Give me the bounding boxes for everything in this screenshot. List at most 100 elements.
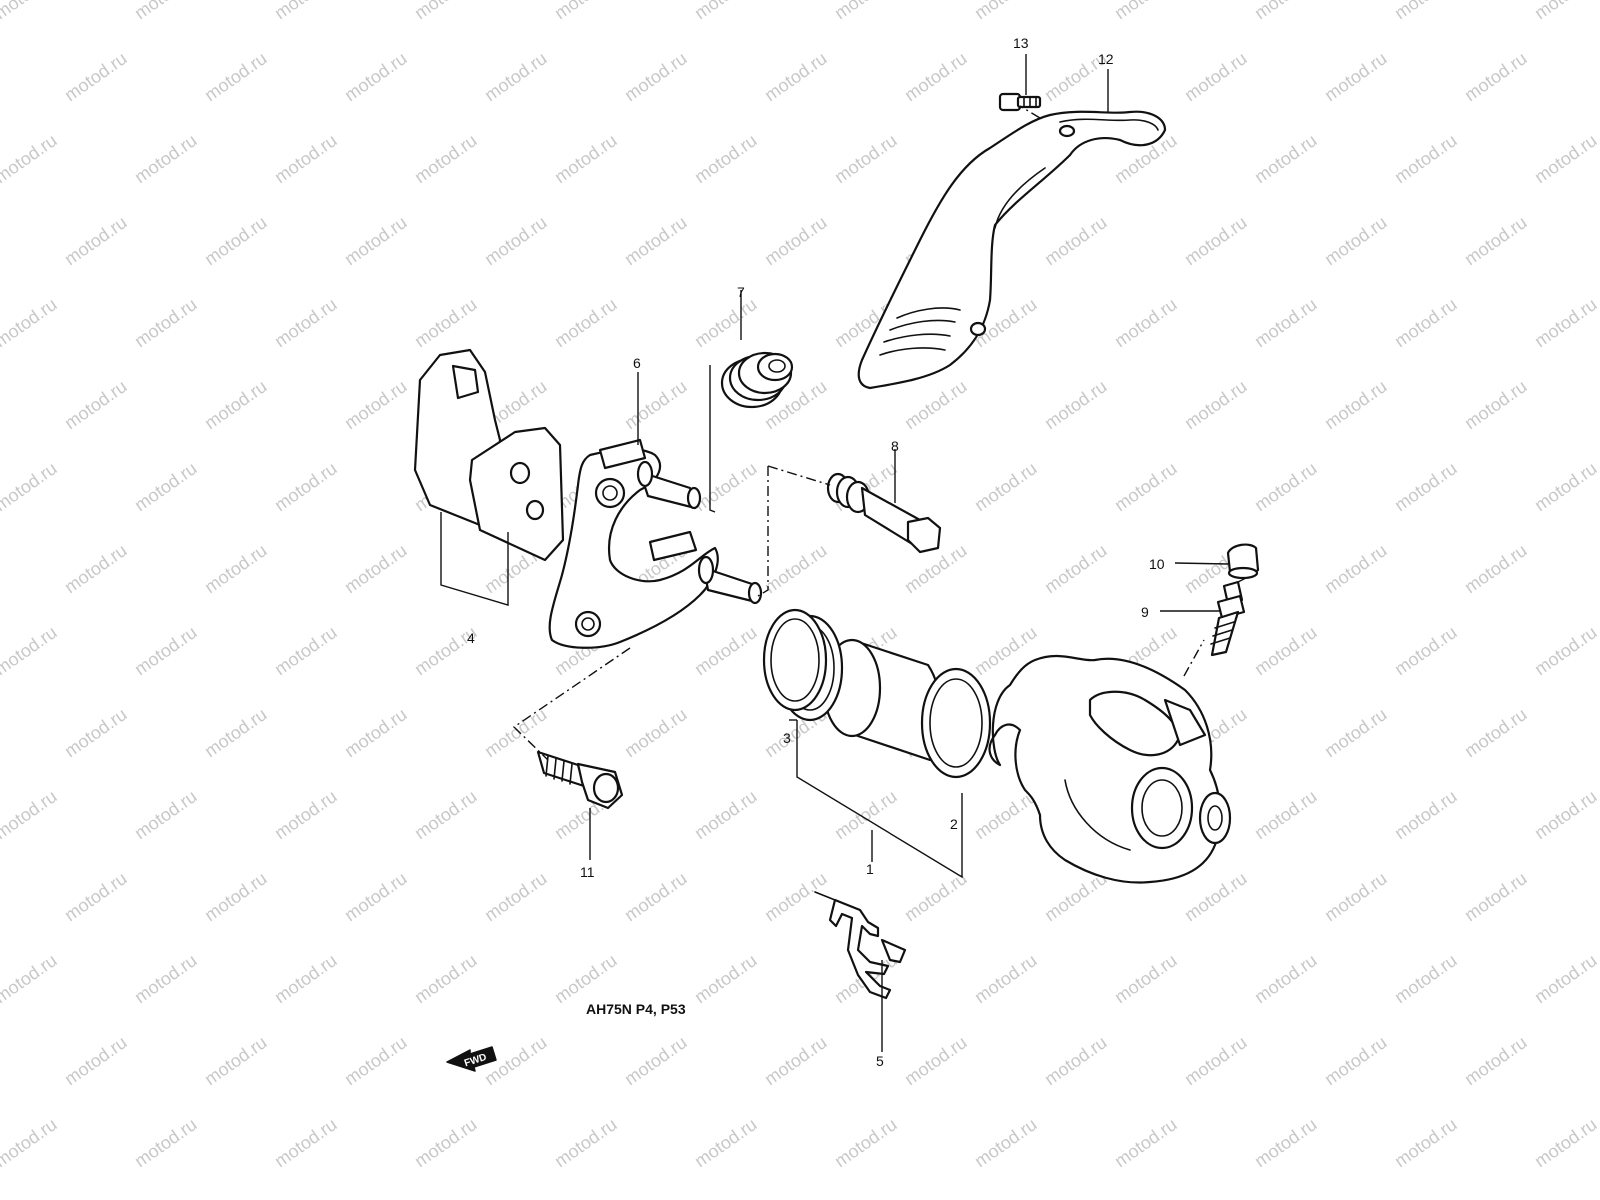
watermark-text: motod.ru (271, 622, 341, 679)
callout-2: 2 (950, 816, 958, 832)
watermark-text: motod.ru (1391, 622, 1461, 679)
callout-9: 9 (1141, 604, 1149, 620)
part-7-boot (720, 351, 794, 409)
callout-10: 10 (1149, 556, 1165, 572)
part-5-spring-clip (814, 891, 907, 1000)
watermark-text: motod.ru (1041, 212, 1111, 269)
watermark-text: motod.ru (341, 868, 411, 925)
watermark-text: motod.ru (1391, 1114, 1461, 1171)
watermark-text: motod.ru (1181, 1196, 1251, 1200)
watermark-text: motod.ru (0, 0, 60, 23)
part-6-caliper-holder (548, 365, 763, 649)
watermark-text: motod.ru (551, 0, 621, 23)
watermark-text: motod.ru (1181, 868, 1251, 925)
watermark-text: motod.ru (691, 1114, 761, 1171)
watermark-text: motod.ru (341, 704, 411, 761)
watermark-text: motod.ru (1531, 130, 1600, 187)
callout-7: 7 (737, 284, 745, 300)
watermark-text: motod.ru (1041, 540, 1111, 597)
watermark-text: motod.ru (691, 786, 761, 843)
caliper-body (988, 654, 1232, 884)
watermark-text: motod.ru (761, 1032, 831, 1089)
watermark-text: motod.ru (1251, 458, 1321, 515)
watermark-text: motod.ru (691, 950, 761, 1007)
watermark-text: motod.ru (901, 868, 971, 925)
watermark-text: motod.ru (0, 786, 60, 843)
watermark-text: motod.ru (901, 376, 971, 433)
callout-8: 8 (891, 438, 899, 454)
part-1-piston-assembly (762, 608, 992, 879)
watermark-text: motod.ru (61, 1032, 131, 1089)
watermark-text: motod.ru (411, 294, 481, 351)
watermark-text: motod.ru (1531, 1114, 1600, 1171)
watermark-text: motod.ru (411, 1114, 481, 1171)
watermark-text: motod.ru (1321, 376, 1391, 433)
watermark-text: motod.ru (551, 130, 621, 187)
watermark-text: motod.ru (1251, 950, 1321, 1007)
watermark-text: motod.ru (481, 48, 551, 105)
watermark-text: motod.ru (1321, 1196, 1391, 1200)
watermark-text: motod.ru (1321, 540, 1391, 597)
watermark-text: motod.ru (1321, 704, 1391, 761)
watermark-text: motod.ru (411, 786, 481, 843)
watermark-text: motod.ru (1041, 376, 1111, 433)
watermark-text: motod.ru (831, 130, 901, 187)
watermark-text: motod.ru (551, 1114, 621, 1171)
watermark-text: motod.ru (481, 868, 551, 925)
watermark-text: motod.ru (1391, 0, 1461, 23)
callout-5: 5 (876, 1053, 884, 1069)
callout-13: 13 (1013, 35, 1029, 51)
watermark-text: motod.ru (201, 48, 271, 105)
watermark-text: motod.ru (1321, 48, 1391, 105)
watermark-text: motod.ru (1041, 1196, 1111, 1200)
watermark-text: motod.ru (1531, 294, 1600, 351)
watermark-text: motod.ru (1391, 294, 1461, 351)
watermark-text: motod.ru (691, 0, 761, 23)
watermark-text: motod.ru (0, 622, 60, 679)
watermark-text: motod.ru (1181, 1032, 1251, 1089)
watermark-text: motod.ru (691, 622, 761, 679)
watermark-text: motod.ru (131, 950, 201, 1007)
callout-6: 6 (633, 355, 641, 371)
callout-3: 3 (783, 730, 791, 746)
callout-1: 1 (866, 861, 874, 877)
watermark-text: motod.ru (1461, 1196, 1531, 1200)
watermark-text: motod.ru (341, 48, 411, 105)
watermark-text: motod.ru (761, 868, 831, 925)
watermark-text: motod.ru (1181, 212, 1251, 269)
watermark-text: motod.ru (201, 868, 271, 925)
watermark-text: motod.ru (1251, 1114, 1321, 1171)
watermark-text: motod.ru (1461, 540, 1531, 597)
watermark-text: motod.ru (411, 0, 481, 23)
watermark-text: motod.ru (691, 130, 761, 187)
watermark-text: motod.ru (201, 1196, 271, 1200)
watermark-text: motod.ru (271, 950, 341, 1007)
watermark-text: motod.ru (1181, 48, 1251, 105)
watermark-text: motod.ru (901, 1196, 971, 1200)
watermark-text: motod.ru (1391, 950, 1461, 1007)
watermark-text: motod.ru (761, 212, 831, 269)
watermark-text: motod.ru (1531, 786, 1600, 843)
watermark-text: motod.ru (271, 294, 341, 351)
watermark-text: motod.ru (341, 540, 411, 597)
watermark-text: motod.ru (131, 622, 201, 679)
watermark-text: motod.ru (481, 212, 551, 269)
watermark-text: motod.ru (551, 950, 621, 1007)
watermark-text: motod.ru (271, 0, 341, 23)
watermark-text: motod.ru (271, 786, 341, 843)
part-8-slide-pin (826, 472, 942, 554)
watermark-text: motod.ru (201, 212, 271, 269)
watermark-text: motod.ru (971, 458, 1041, 515)
watermark-text: motod.ru (411, 950, 481, 1007)
watermark-text: motod.ru (621, 212, 691, 269)
watermark-text: motod.ru (1181, 376, 1251, 433)
part-4-brake-pads (413, 348, 565, 606)
watermark-text: motod.ru (0, 458, 60, 515)
watermark-text: motod.ru (1041, 1032, 1111, 1089)
watermark-text: motod.ru (0, 1114, 60, 1171)
watermark-text: motod.ru (131, 294, 201, 351)
part-12-caliper-guard (857, 110, 1167, 390)
watermark-text: motod.ru (1111, 458, 1181, 515)
